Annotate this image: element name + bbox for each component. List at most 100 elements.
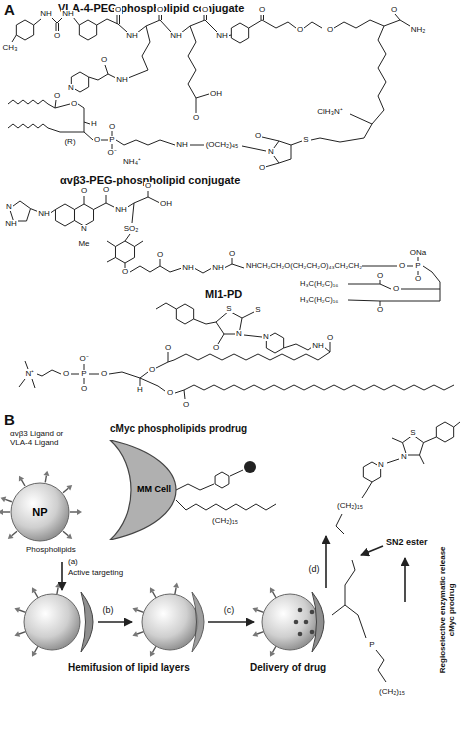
ligand-head — [132, 631, 138, 637]
atom-label: Me — [77, 240, 90, 249]
atom-label: O — [166, 389, 174, 398]
atom-label: O — [100, 56, 108, 65]
bond-line — [184, 385, 454, 390]
bond-line — [156, 362, 168, 368]
bond-line — [380, 280, 381, 284]
bond-line — [184, 390, 185, 399]
bond-line — [218, 334, 224, 344]
bond-line — [161, 15, 162, 20]
bond-line — [205, 20, 217, 32]
nanoparticle — [11, 483, 69, 541]
atom-label: O — [156, 251, 164, 260]
bond-line — [334, 20, 410, 28]
bond-line — [132, 203, 134, 223]
bond-line — [119, 15, 120, 24]
bond-line — [284, 344, 312, 350]
atom-label: O — [156, 6, 164, 15]
atom-label: N — [262, 333, 270, 342]
bond-line — [55, 100, 56, 108]
bond-line — [160, 259, 161, 266]
bond-line — [32, 379, 35, 388]
ligand-head — [8, 533, 14, 539]
bond-line — [424, 437, 437, 443]
cell-membrane — [110, 440, 176, 540]
bond-line — [107, 241, 116, 247]
bond-line — [130, 266, 182, 272]
nanoparticle — [262, 594, 318, 650]
bond-line — [109, 372, 148, 378]
atom-label: O⁻ — [78, 355, 89, 364]
panel-letter: A — [4, 2, 15, 19]
atom-label: S — [302, 136, 309, 145]
atom-label: (R) — [63, 138, 76, 147]
bond-line — [232, 258, 233, 264]
atom-label: S — [409, 429, 416, 438]
chain-formula: (CH₂)₁₅ — [211, 517, 239, 526]
atom-label: NH — [311, 342, 325, 351]
atom-label: O — [398, 262, 406, 271]
bond-line — [190, 145, 204, 146]
bond-line — [106, 195, 107, 203]
atom-label: OH — [209, 90, 223, 99]
part-label: cMyc phospholipids prodrug — [110, 423, 247, 434]
ligand-stick — [63, 531, 68, 535]
bond-line — [84, 378, 85, 384]
atom-label: NH — [37, 210, 51, 219]
bond-line — [107, 258, 116, 263]
ligand-stick — [273, 592, 277, 598]
atom-label: S — [225, 305, 232, 314]
atom-label: NH — [115, 76, 129, 85]
ligand-stick — [19, 632, 26, 634]
atom-label: O — [93, 136, 101, 145]
atom-label: O — [100, 370, 108, 379]
bond-line — [454, 422, 460, 427]
bond-line — [194, 319, 216, 324]
bond-line — [332, 560, 355, 615]
bond-line — [401, 289, 440, 290]
atom-label: O — [121, 268, 129, 277]
step-label: Active targeting — [68, 569, 123, 578]
ligand-head — [32, 587, 37, 593]
step-caption: Delivery of drug — [250, 662, 326, 673]
ligand-stick — [137, 632, 144, 634]
bond-line — [125, 234, 130, 241]
atom-label: N⁺ — [25, 370, 36, 379]
bond-line — [230, 470, 243, 476]
nanoparticle — [24, 594, 80, 650]
atom-label: O — [144, 182, 152, 191]
bond-line — [418, 257, 419, 261]
bond-line — [37, 370, 61, 376]
step-label: (c) — [223, 606, 236, 616]
atom-label: N — [400, 453, 408, 462]
bond-line — [304, 22, 322, 28]
atom-label: OH — [159, 200, 173, 209]
atom-label: NH — [215, 32, 229, 41]
ligand-stick — [153, 592, 157, 598]
atom-label: O — [182, 401, 190, 410]
nanoparticle: NP — [10, 482, 70, 542]
bond-line — [89, 74, 108, 80]
ligand-stick — [35, 646, 39, 652]
ligand-head — [270, 651, 275, 657]
bond-line — [168, 352, 169, 362]
atom-label: N — [80, 225, 88, 234]
chain-formula: NHCH₂CH₂O(CH₂CH₂O)₄₃CH₂CH₂ — [246, 262, 362, 270]
bond-line — [336, 514, 344, 534]
atom-label: O — [80, 187, 88, 196]
atom-label: NH — [114, 206, 128, 215]
ligand-head — [173, 583, 179, 588]
bond-line — [48, 128, 84, 132]
ligand-stick — [63, 488, 68, 492]
cell-membrane — [81, 592, 93, 652]
ligand-head — [66, 533, 72, 539]
bond-line — [244, 335, 262, 337]
atom-label: NH — [39, 10, 53, 19]
bond-line — [206, 15, 207, 20]
atom-label: O — [228, 250, 236, 259]
bond-line — [58, 23, 59, 31]
step-label: (b) — [102, 606, 115, 616]
atom-label: O⁻ — [106, 149, 117, 158]
atom-label: O — [258, 164, 266, 173]
bond-line — [330, 342, 331, 352]
